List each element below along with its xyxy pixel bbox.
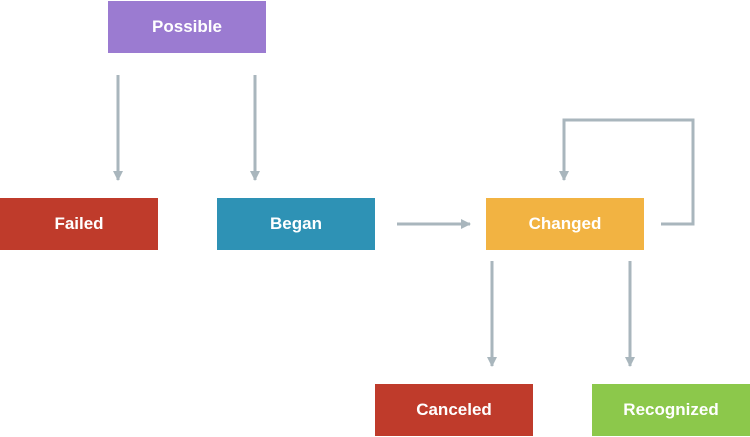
state-recognized-label: Recognized (623, 400, 719, 419)
state-began-label: Began (270, 214, 322, 233)
state-changed-label: Changed (528, 214, 602, 233)
state-changed: Changed (486, 198, 644, 250)
state-canceled-label: Canceled (416, 400, 492, 419)
state-failed-label: Failed (54, 214, 104, 233)
state-possible: Possible (108, 1, 266, 53)
state-canceled: Canceled (375, 384, 533, 436)
arrow-changed-loop (559, 118, 695, 226)
state-possible-label: Possible (152, 17, 222, 36)
state-failed: Failed (0, 198, 158, 250)
state-began: Began (217, 198, 375, 250)
state-recognized: Recognized (592, 384, 750, 436)
